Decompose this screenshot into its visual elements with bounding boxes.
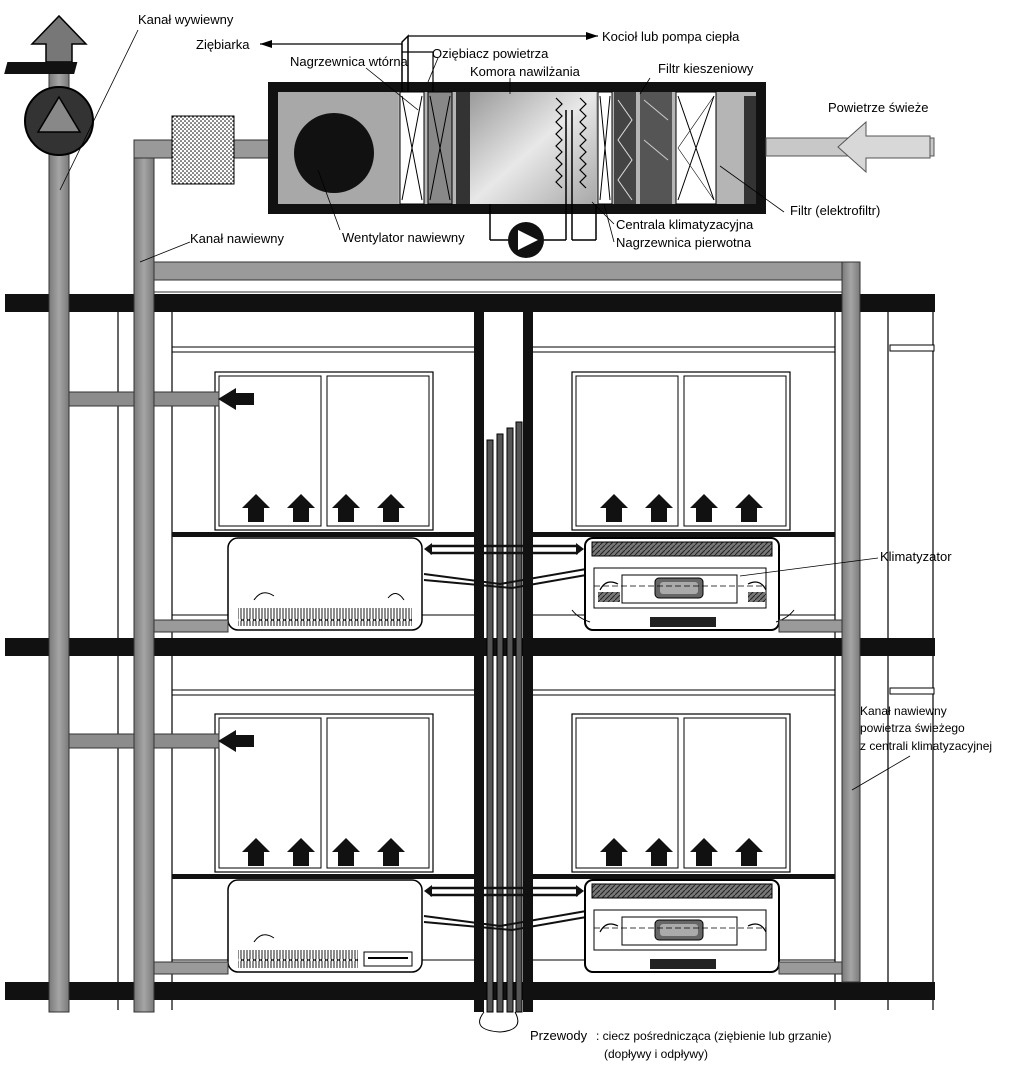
label-fresh-air: Powietrze świeże [828,100,928,115]
label-pipes: Przewody [530,1028,588,1043]
label-electrofilter: Filtr (elektrofiltr) [790,203,880,218]
label-pipes-desc-2: (dopływy i odpływy) [604,1047,708,1061]
fan-coil-top [571,537,795,631]
labels: Kanał wywiewny Ziębiarka Kocioł lub pomp… [138,12,992,1061]
fresh-air-inlet [765,120,935,174]
fan-coil-bottom [584,879,780,973]
label-fresh-supply-duct-2: powietrza świeżego [860,721,965,735]
convector-bottom [227,879,423,973]
label-exhaust-duct: Kanał wywiewny [138,12,234,27]
branch-pipes [423,544,593,932]
label-supply-duct: Kanał nawiewny [190,231,284,246]
up-arrows [242,494,763,866]
convector-top [227,537,423,631]
label-fan-coil: Klimatyzator [880,549,952,564]
label-primary-heater: Nagrzewnica pierwotna [616,235,752,250]
label-fresh-supply-duct-1: Kanał nawiewny [860,704,947,718]
label-secondary-heater: Nagrzewnica wtórna [290,54,409,69]
floor-slab-bottom [5,982,935,1000]
label-chiller: Ziębiarka [196,37,250,52]
label-supply-fan: Wentylator nawiewny [342,230,465,245]
floor-slab-middle [5,638,935,656]
supply-duct [133,115,861,1013]
supply-fan-wheel [294,113,374,193]
riser-pipes [474,312,533,1033]
label-bag-filter: Filtr kieszeniowy [658,61,754,76]
source-lines [260,32,598,48]
label-humidifier-chamber: Komora nawilżania [470,64,581,79]
leader-lines [59,29,911,791]
floor-slab-top [5,294,935,312]
label-fresh-supply-duct-3: z centrali klimatyzacyjnej [860,739,992,753]
air-handling-unit [268,34,766,258]
label-boiler-heat-pump: Kocioł lub pompa ciepła [602,29,740,44]
label-air-cooler: Oziębiacz powietrza [432,46,549,61]
label-ahu: Centrala klimatyzacyjna [616,217,754,232]
building [5,294,935,1010]
label-pipes-desc-1: : ciecz pośrednicząca (ziębienie lub grz… [596,1029,831,1043]
